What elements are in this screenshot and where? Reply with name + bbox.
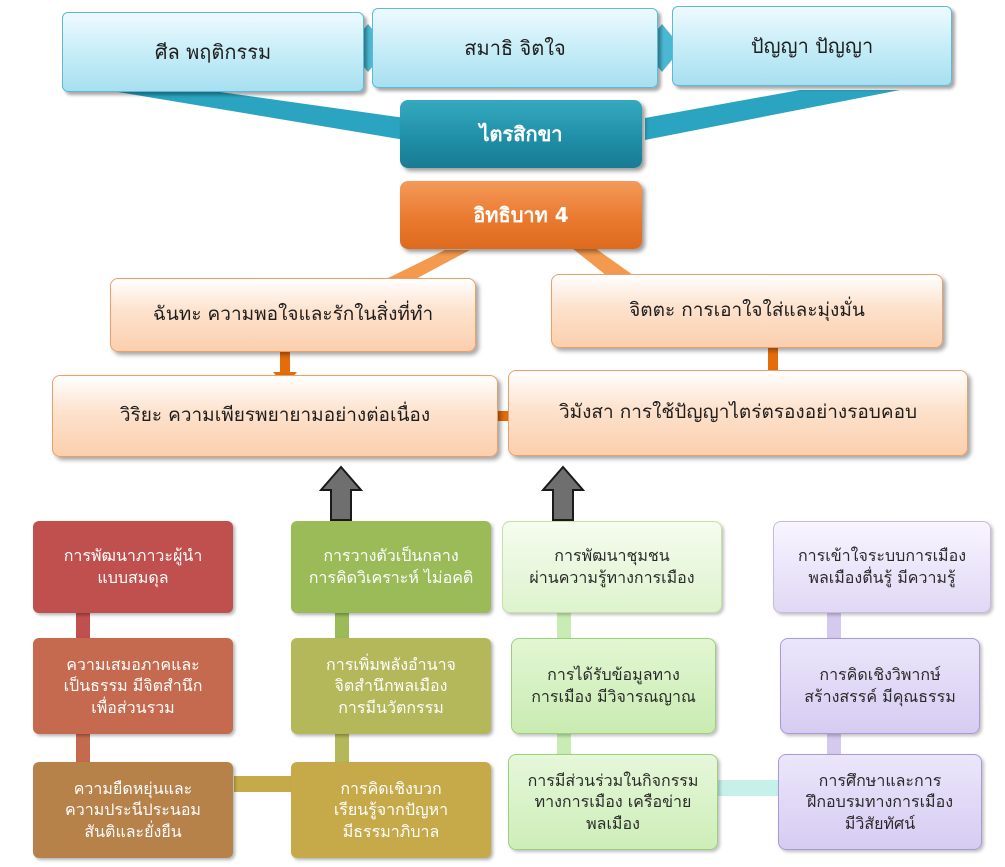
col4-connector-1 xyxy=(827,612,841,638)
col3-card-3-label: การมีส่วนร่วมในกิจกรรม ทางการเมือง เครือ… xyxy=(527,770,699,833)
col1-card-1-label: การพัฒนาภาวะผู้นำ แบบสมดุล xyxy=(63,546,203,587)
col1-card-2-label: ความเสมอภาคและ เป็นธรรม มีจิตสำนึก เพื่อ… xyxy=(63,654,203,717)
sila-label: ศีล พฤติกรรม xyxy=(154,39,272,64)
funnel-panna xyxy=(645,90,900,140)
iddhipada-box: อิทธิบาท 4 xyxy=(400,181,642,249)
col2-card-1: การวางตัวเป็นกลาง การคิดวิเคราะห์ ไม่อคต… xyxy=(291,521,491,613)
col2-card-3-label: การคิดเชิงบวก เรียนรู้จากปัญหา มีธรรมาภิ… xyxy=(333,778,449,841)
viriya-box: วิริยะ ความเพียรพยายามอย่างต่อเนื่อง xyxy=(52,375,498,457)
col4-card-1-label: การเข้าใจระบบการเมือง พลเมืองตื่นรู้ มีค… xyxy=(797,546,967,587)
col1-connector-2 xyxy=(76,734,90,762)
col3-connector-1 xyxy=(557,612,571,638)
vimamsa-box: วิมังสา การใช้ปัญญาไตร่ตรองอย่างรอบคอบ xyxy=(508,370,968,456)
col4-connector-2 xyxy=(827,734,841,754)
col3-col4-connector xyxy=(716,780,780,796)
chanda-box: ฉันทะ ความพอใจและรักในสิ่งที่ทำ xyxy=(110,278,476,352)
col4-card-3-label: การศึกษาและการ ฝึกอบรมทางการเมือง มีวิสั… xyxy=(806,770,953,833)
col3-card-2-label: การได้รับข้อมูลทาง การเมือง มีวิจารณญาณ xyxy=(531,665,696,706)
col4-card-1: การเข้าใจระบบการเมือง พลเมืองตื่นรู้ มีค… xyxy=(773,521,991,613)
col1-col2-connector xyxy=(234,776,292,792)
panna-label: ปัญญา ปัญญา xyxy=(750,33,874,58)
col2-connector-1 xyxy=(335,612,349,638)
funnel-citta xyxy=(572,248,640,280)
col2-card-2-label: การเพิ่มพลังอำนาจ จิตสำนึกพลเมือง การมีน… xyxy=(326,654,456,717)
col1-card-2: ความเสมอภาคและ เป็นธรรม มีจิตสำนึก เพื่อ… xyxy=(33,638,233,734)
sila-box: ศีล พฤติกรรม xyxy=(62,12,364,92)
trisikkha-label: ไตรสิกขา xyxy=(479,121,563,146)
up-arrow-left xyxy=(318,465,364,521)
col2-card-1-label: การวางตัวเป็นกลาง การคิดวิเคราะห์ ไม่อคต… xyxy=(308,546,474,587)
funnel-chanda xyxy=(380,250,470,282)
chanda-label: ฉันทะ ความพอใจและรักในสิ่งที่ทำ xyxy=(152,303,434,326)
trisikkha-box: ไตรสิกขา xyxy=(400,100,642,168)
viriya-label: วิริยะ ความเพียรพยายามอย่างต่อเนื่อง xyxy=(119,404,431,427)
panna-box: ปัญญา ปัญญา xyxy=(672,6,952,86)
col2-card-3: การคิดเชิงบวก เรียนรู้จากปัญหา มีธรรมาภิ… xyxy=(291,762,491,858)
col3-connector-2 xyxy=(557,734,571,754)
col2-card-2: การเพิ่มพลังอำนาจ จิตสำนึกพลเมือง การมีน… xyxy=(291,638,491,734)
up-arrow-right xyxy=(540,465,586,521)
col2-connector-2 xyxy=(335,734,349,762)
samadhi-label: สมาธิ จิตใจ xyxy=(464,35,566,60)
col3-card-3: การมีส่วนร่วมในกิจกรรม ทางการเมือง เครือ… xyxy=(508,754,718,850)
samadhi-box: สมาธิ จิตใจ xyxy=(372,8,658,88)
col3-card-1-label: การพัฒนาชุมชน ผ่านความรู้ทางการเมือง xyxy=(529,546,695,587)
col3-card-1: การพัฒนาชุมชน ผ่านความรู้ทางการเมือง xyxy=(502,521,722,613)
col4-card-2: การคิดเชิงวิพากษ์ สร้างสรรค์ มีคุณธรรม xyxy=(780,638,980,734)
col4-card-3: การศึกษาและการ ฝึกอบรมทางการเมือง มีวิสั… xyxy=(778,754,982,850)
citta-label: จิตตะ การเอาใจใส่และมุ่งมั่น xyxy=(629,299,865,322)
col3-card-2: การได้รับข้อมูลทาง การเมือง มีวิจารณญาณ xyxy=(511,638,716,734)
col4-card-2-label: การคิดเชิงวิพากษ์ สร้างสรรค์ มีคุณธรรม xyxy=(804,665,956,706)
col1-card-3-label: ความยืดหยุ่นและ ความประนีประนอม สันติและ… xyxy=(65,778,201,841)
funnel-sila xyxy=(118,92,405,140)
col1-card-1: การพัฒนาภาวะผู้นำ แบบสมดุล xyxy=(33,521,233,613)
vimamsa-label: วิมังสา การใช้ปัญญาไตร่ตรองอย่างรอบคอบ xyxy=(558,401,918,424)
col1-card-3: ความยืดหยุ่นและ ความประนีประนอม สันติและ… xyxy=(33,762,233,858)
citta-box: จิตตะ การเอาใจใส่และมุ่งมั่น xyxy=(551,274,943,348)
col1-connector-1 xyxy=(76,612,90,638)
iddhipada-label: อิทธิบาท 4 xyxy=(473,202,569,227)
